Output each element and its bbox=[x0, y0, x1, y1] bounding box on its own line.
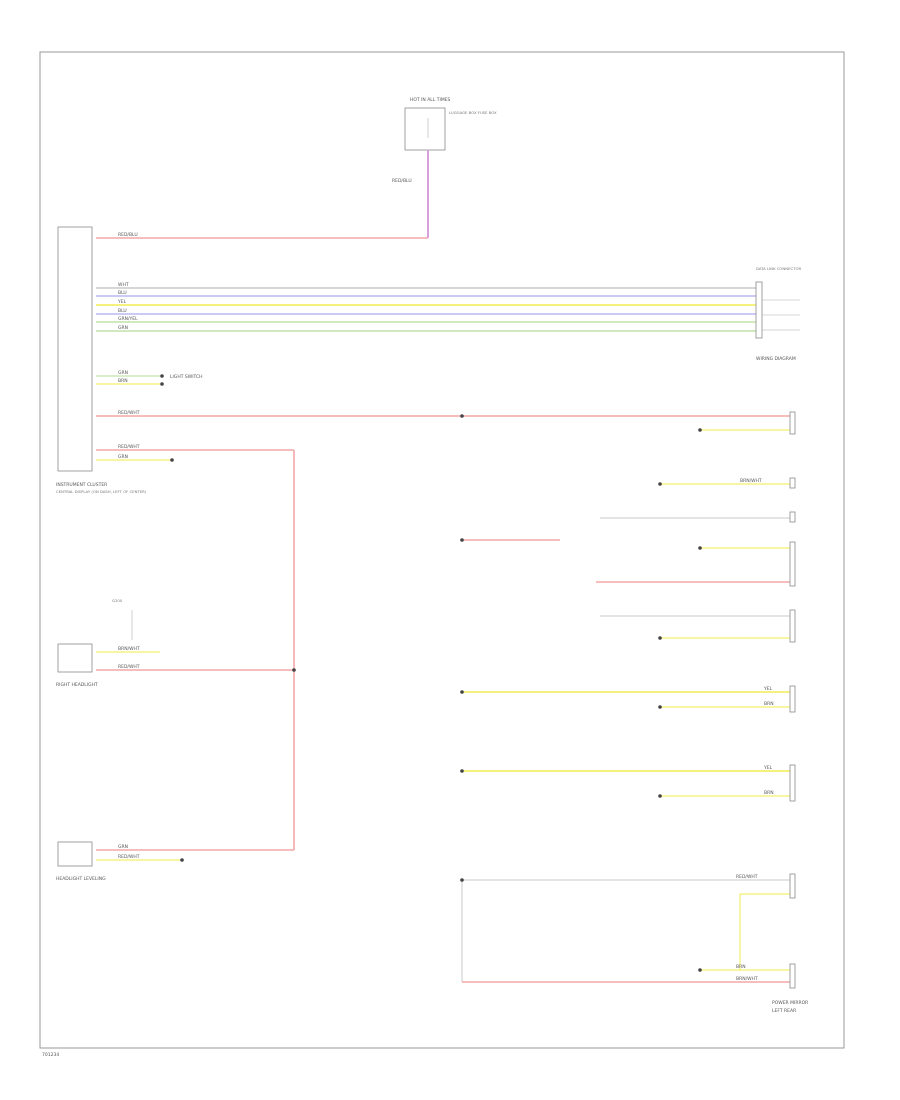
headlight-leveling-box bbox=[57, 841, 93, 867]
splice-dot-5 bbox=[292, 668, 296, 672]
instrument-cluster-box bbox=[57, 226, 93, 472]
wire-label-21: RED/WHT bbox=[736, 874, 758, 880]
wire-label-4: BLU bbox=[118, 308, 127, 314]
right-connector-7 bbox=[789, 764, 796, 802]
right-connector-3 bbox=[789, 511, 796, 523]
cluster-top-wire-label: RED/BLU bbox=[118, 232, 138, 238]
data-link-connector bbox=[755, 281, 763, 339]
wire-label-22: BRN bbox=[736, 964, 746, 970]
splice-dot-1 bbox=[160, 374, 164, 378]
splice-dot-11 bbox=[658, 636, 662, 640]
splice-dot-14 bbox=[460, 769, 464, 773]
wire-label-9: RED/WHT bbox=[118, 410, 140, 416]
splice-dot-9 bbox=[460, 538, 464, 542]
wire-label-11: GRN bbox=[118, 454, 128, 460]
wire-label-2: BLU bbox=[118, 290, 127, 296]
left-ground-label: LIGHT SWITCH bbox=[170, 374, 203, 380]
diagram-frame bbox=[39, 51, 845, 1049]
fuse-box bbox=[404, 107, 446, 151]
wire-label-12: BRN/WHT bbox=[118, 646, 140, 652]
wire-label-7: GRN bbox=[118, 370, 128, 376]
wire-label-23: BRN/WHT bbox=[736, 976, 758, 982]
lower-right-1: POWER MIRROR bbox=[772, 1000, 808, 1006]
right-connector-4 bbox=[789, 541, 796, 587]
splice-dot-17 bbox=[698, 968, 702, 972]
splice-dot-16 bbox=[460, 878, 464, 882]
splice-dot-15 bbox=[658, 794, 662, 798]
cluster-name: INSTRUMENT CLUSTER bbox=[56, 482, 107, 488]
splice-dot-3 bbox=[460, 414, 464, 418]
splice-dot-13 bbox=[658, 705, 662, 709]
right-connector-9 bbox=[789, 963, 796, 989]
splice-dot-7 bbox=[698, 428, 702, 432]
splice-dot-2 bbox=[160, 382, 164, 386]
wire-label-10: RED/WHT bbox=[118, 444, 140, 450]
right-headlight-box bbox=[57, 643, 93, 673]
right-connector-2 bbox=[789, 477, 796, 489]
wire-label-3: YEL bbox=[117, 299, 127, 305]
wire-label-16: BRN/WHT bbox=[740, 478, 762, 484]
wire-label-8: BRN bbox=[118, 378, 128, 384]
wire-label-19: YEL bbox=[763, 765, 773, 771]
wire-label-6: GRN bbox=[118, 325, 128, 331]
fuse-note: LUGGAGE BOX FUSE BOX bbox=[449, 110, 497, 115]
wire-label-15: RED/WHT bbox=[118, 854, 140, 860]
right-connector-8 bbox=[789, 873, 796, 899]
splice-dot-12 bbox=[460, 690, 464, 694]
splice-dot-8 bbox=[658, 482, 662, 486]
fuse-wire-label: RED/BLU bbox=[392, 178, 412, 184]
wire-label-17: YEL bbox=[763, 686, 773, 692]
wire-label-1: WHT bbox=[118, 282, 129, 288]
fuse-box-label: HOT IN ALL TIMES bbox=[410, 97, 451, 103]
lower-left-2: HEADLIGHT LEVELING bbox=[56, 876, 106, 882]
splice-dot-6 bbox=[180, 858, 184, 862]
right-note: WIRING DIAGRAM bbox=[756, 356, 796, 362]
wire-label-20: BRN bbox=[764, 790, 774, 796]
wire-label-13: RED/WHT bbox=[118, 664, 140, 670]
lower-right-2: LEFT REAR bbox=[772, 1008, 796, 1014]
footer-id: 701234 bbox=[42, 1052, 59, 1058]
cluster-subtitle: CENTRAL DISPLAY (ON DASH, LEFT OF CENTER… bbox=[56, 489, 147, 494]
wire-label-14: GRN bbox=[118, 844, 128, 850]
splice-dot-4 bbox=[170, 458, 174, 462]
right-header: DATA LINK CONNECTOR bbox=[756, 266, 801, 271]
right-connector-1 bbox=[789, 411, 796, 435]
right-connector-5 bbox=[789, 609, 796, 643]
right-connector-6 bbox=[789, 685, 796, 713]
wire-label-5: GRN/YEL bbox=[118, 316, 138, 322]
wire-label-18: BRN bbox=[764, 701, 774, 707]
lower-left-1: RIGHT HEADLIGHT bbox=[56, 682, 98, 688]
ground-label: G200 bbox=[112, 598, 123, 603]
splice-dot-10 bbox=[698, 546, 702, 550]
